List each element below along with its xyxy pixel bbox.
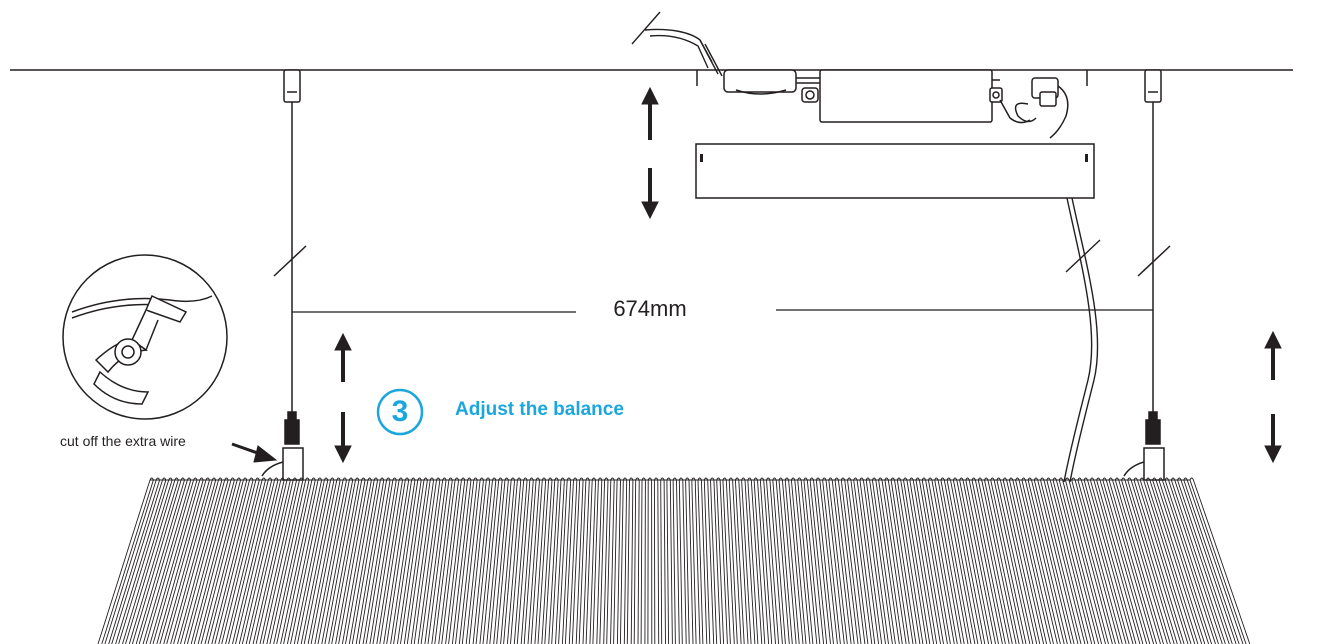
- cut-wire-arrow: [231, 442, 278, 463]
- cut-wire-label: cut off the extra wire: [60, 433, 186, 449]
- arrow-canopy: [641, 86, 659, 220]
- arrow-left: [334, 332, 352, 464]
- lamp-shade: [97, 477, 1251, 644]
- canopy-cover: [695, 143, 1095, 199]
- step-number: 3: [391, 395, 409, 428]
- power-cable: [1063, 197, 1099, 483]
- driver-assembly: [696, 69, 1088, 139]
- mains-cable: [631, 11, 723, 77]
- dimension-line: [292, 309, 1153, 313]
- dimension-label: 674mm: [613, 296, 687, 321]
- suspension-wire-left: [261, 69, 307, 481]
- step-title: Adjust the balance: [455, 399, 624, 420]
- arrow-right: [1264, 330, 1282, 464]
- step-number-circle: [376, 388, 424, 436]
- wire-cutter-callout: [62, 254, 228, 420]
- shade-slats: [97, 477, 1251, 644]
- suspension-wire-right: [1123, 69, 1171, 481]
- break-mark-cable: [1065, 239, 1101, 273]
